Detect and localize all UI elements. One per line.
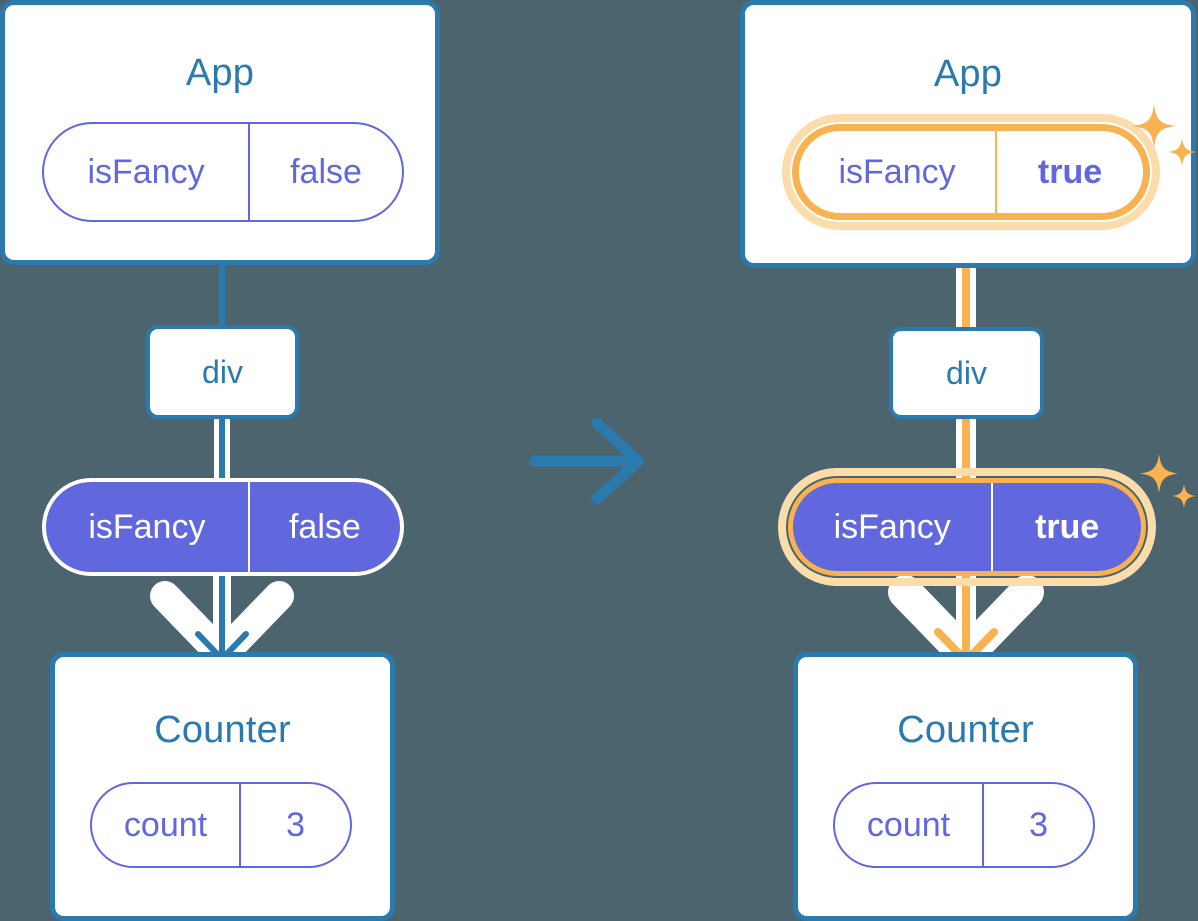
before-app-title: App (185, 52, 255, 94)
before-counter-state-key: count (123, 805, 208, 844)
after-prop-pill: isFancy true (788, 478, 1146, 576)
after-prop-key: isFancy (833, 507, 951, 546)
before-app-state-key: isFancy (87, 152, 205, 191)
before-app-state-pill: isFancy false (42, 122, 404, 222)
before-div-element-box: div (146, 325, 299, 419)
before-connector-prop-to-counter-arrow (150, 557, 294, 670)
before-app-state-value: false (248, 124, 402, 220)
before-prop-value: false (247, 482, 400, 572)
before-counter-state-value: 3 (239, 784, 350, 866)
after-counter-state-pill: count 3 (833, 782, 1095, 868)
after-div-element-label: div (946, 354, 987, 391)
before-prop-pill: isFancy false (42, 478, 404, 576)
before-div-element-label: div (202, 353, 243, 390)
after-app-title: App (933, 53, 1003, 95)
after-counter-state-value: 3 (982, 784, 1093, 866)
after-prop-value: true (991, 483, 1141, 571)
after-counter-state-key: count (866, 805, 951, 844)
after-connector-prop-to-counter-arrow (888, 556, 1044, 672)
after-app-state-key: isFancy (838, 152, 956, 191)
before-counter-title: Counter (154, 709, 291, 751)
after-app-state-value: true (995, 131, 1143, 213)
before-prop-key: isFancy (88, 507, 206, 546)
after-div-element-box: div (889, 327, 1044, 419)
after-app-state-pill: isFancy true (792, 124, 1150, 220)
after-counter-title: Counter (897, 709, 1034, 751)
before-counter-state-pill: count 3 (90, 782, 352, 868)
